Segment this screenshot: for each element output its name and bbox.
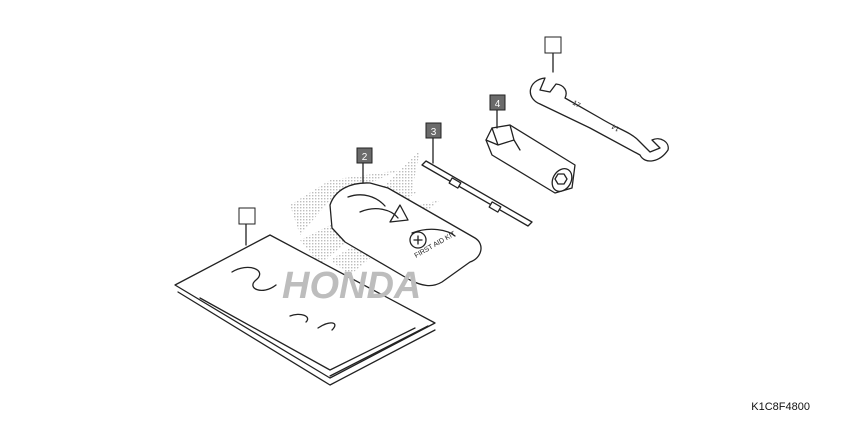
callout-label: 2 (362, 152, 368, 163)
watermark-text: HONDA (282, 265, 421, 307)
owners-manual-bag (174, 234, 436, 386)
callout-2[interactable]: 2 (356, 147, 373, 184)
callout-label: 4 (495, 99, 501, 110)
diagram-code: K1C8F4800 (751, 401, 810, 413)
callout-manual[interactable] (238, 207, 256, 246)
first-aid-kit: FIRST AID KIT (329, 182, 482, 287)
spark-plug-wrench (485, 124, 576, 194)
callout-3[interactable]: 3 (425, 122, 442, 164)
wrench-size-14: 14 (611, 122, 621, 132)
callout-wrench[interactable] (544, 36, 562, 73)
callout-4[interactable]: 4 (489, 94, 506, 129)
wrench-size-17: 17 (571, 100, 581, 110)
open-end-wrench: 17 14 (529, 77, 669, 162)
callout-label: 3 (431, 127, 437, 138)
screwdriver (421, 160, 533, 227)
